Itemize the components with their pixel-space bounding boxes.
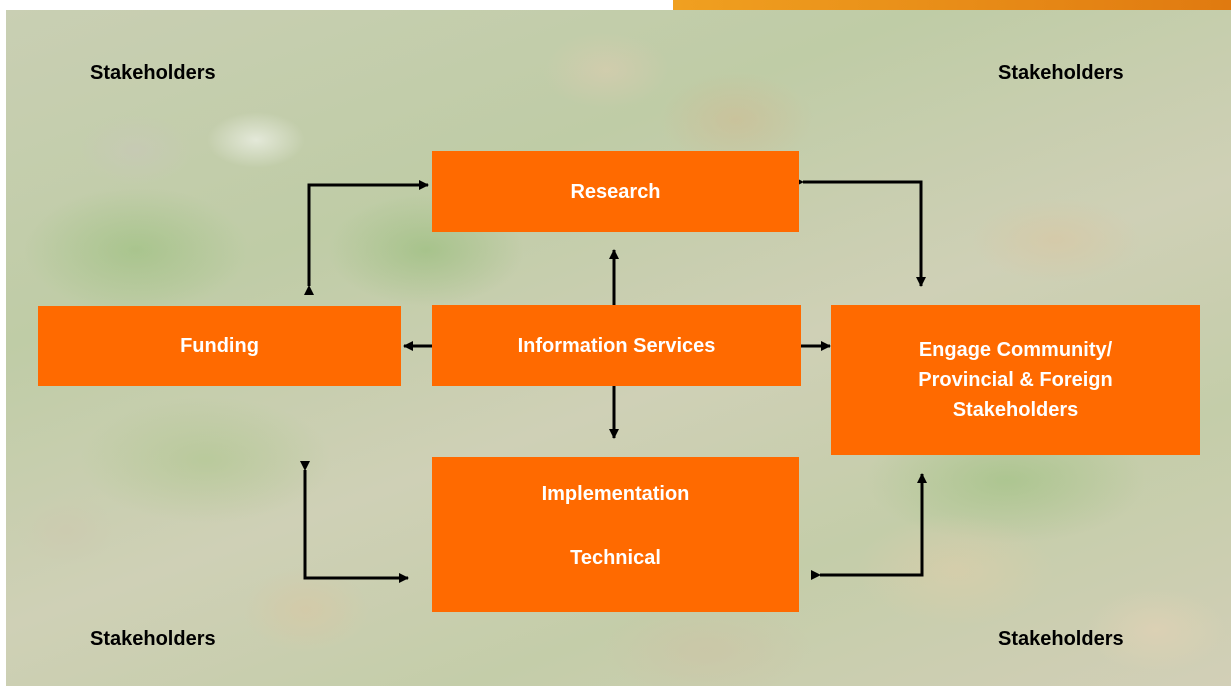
implementation-technical-node: Implementation Technical bbox=[432, 457, 799, 612]
implementation-label: Implementation bbox=[541, 483, 690, 505]
stakeholders-label-top-left: Stakeholders bbox=[90, 62, 216, 84]
information-services-label: Information Services bbox=[517, 334, 716, 357]
research-node: Research bbox=[432, 151, 799, 232]
engage-label-line-1: Engage Community/ bbox=[918, 339, 1113, 361]
stakeholders-label-bottom-left: Stakeholders bbox=[90, 628, 216, 650]
engage-label-line-3: Stakeholders bbox=[952, 399, 1079, 421]
orange-accent-bar bbox=[673, 0, 1231, 10]
engage-stakeholders-node: Engage Community/ Provincial & Foreign S… bbox=[831, 305, 1200, 455]
engage-label-line-2: Provincial & Foreign bbox=[918, 369, 1113, 391]
technical-label: Technical bbox=[570, 547, 661, 569]
funding-label: Funding bbox=[180, 335, 259, 357]
information-services-node: Information Services bbox=[432, 305, 801, 386]
stakeholders-label-bottom-right: Stakeholders bbox=[998, 628, 1124, 650]
funding-node: Funding bbox=[38, 306, 401, 386]
stakeholders-label-top-right: Stakeholders bbox=[998, 62, 1124, 84]
research-label: Research bbox=[570, 180, 661, 203]
